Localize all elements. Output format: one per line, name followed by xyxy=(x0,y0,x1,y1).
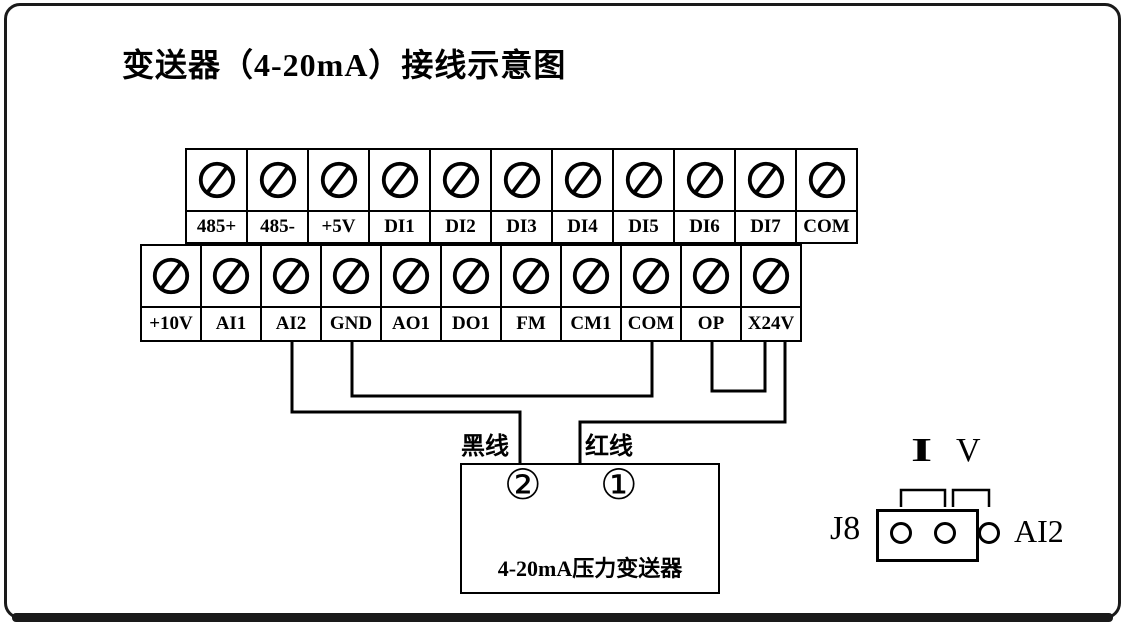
terminal-label: DI2 xyxy=(431,210,490,242)
terminal-strip-top: 485+ 485- +5V DI1 DI2 DI3 DI4 DI5 xyxy=(185,148,858,244)
transmitter-terminal-2: ② xyxy=(504,463,542,509)
terminal-label: DI4 xyxy=(553,210,612,242)
terminal-label: CM1 xyxy=(562,306,620,340)
terminal-label: +10V xyxy=(142,306,200,340)
terminal-label: COM xyxy=(797,210,856,242)
current-jumper-bracket xyxy=(899,488,947,507)
terminal-label: DI6 xyxy=(675,210,734,242)
terminal-do1: DO1 xyxy=(440,246,500,340)
voltage-jumper-bracket xyxy=(951,488,991,507)
terminal-ai1: AI1 xyxy=(200,246,260,340)
terminal-ao1: AO1 xyxy=(380,246,440,340)
terminal-label: AI2 xyxy=(262,306,320,340)
screw-icon xyxy=(492,150,551,210)
screw-icon xyxy=(187,150,246,210)
screw-icon xyxy=(382,246,440,306)
screw-icon xyxy=(431,150,490,210)
frame-bottom-edge xyxy=(12,613,1113,622)
screw-icon xyxy=(309,150,368,210)
terminal-di6: DI6 xyxy=(673,150,734,242)
terminal-com-bottom: COM xyxy=(620,246,680,340)
screw-icon xyxy=(682,246,740,306)
terminal-com-top: COM xyxy=(795,150,856,242)
terminal-label: 485- xyxy=(248,210,307,242)
current-mode-label: I xyxy=(911,432,933,469)
terminal-di5: DI5 xyxy=(612,150,673,242)
j8-pin-3 xyxy=(978,522,1000,544)
terminal-label: OP xyxy=(682,306,740,340)
terminal-10v: +10V xyxy=(142,246,200,340)
black-wire-label: 黑线 xyxy=(461,434,509,460)
screw-icon xyxy=(736,150,795,210)
terminal-di3: DI3 xyxy=(490,150,551,242)
screw-icon xyxy=(797,150,856,210)
terminal-485-minus: 485- xyxy=(246,150,307,242)
voltage-mode-label: V xyxy=(956,432,981,469)
terminal-label: DI5 xyxy=(614,210,673,242)
terminal-label: DO1 xyxy=(442,306,500,340)
terminal-label: 485+ xyxy=(187,210,246,242)
red-wire-label: 红线 xyxy=(585,434,633,460)
terminal-di4: DI4 xyxy=(551,150,612,242)
op-x24v-jumper-wire xyxy=(710,341,767,393)
terminal-label: AI1 xyxy=(202,306,260,340)
terminal-label: AO1 xyxy=(382,306,440,340)
screw-icon xyxy=(553,150,612,210)
terminal-op: OP xyxy=(680,246,740,340)
terminal-label: +5V xyxy=(309,210,368,242)
terminal-5v: +5V xyxy=(307,150,368,242)
terminal-di2: DI2 xyxy=(429,150,490,242)
terminal-label: DI3 xyxy=(492,210,551,242)
terminal-cm1: CM1 xyxy=(560,246,620,340)
screw-icon xyxy=(370,150,429,210)
screw-icon xyxy=(614,150,673,210)
screw-icon xyxy=(502,246,560,306)
screw-icon xyxy=(322,246,380,306)
j8-pin-1 xyxy=(890,522,912,544)
ai2-channel-label: AI2 xyxy=(1014,513,1064,549)
j8-label: J8 xyxy=(830,510,861,547)
screw-icon xyxy=(248,150,307,210)
terminal-label: COM xyxy=(622,306,680,340)
screw-icon xyxy=(622,246,680,306)
screw-icon xyxy=(562,246,620,306)
transmitter-label: 4-20mA压力变送器 xyxy=(497,556,683,581)
terminal-ai2: AI2 xyxy=(260,246,320,340)
terminal-label: GND xyxy=(322,306,380,340)
gnd-com-jumper-wire xyxy=(350,341,654,398)
screw-icon xyxy=(202,246,260,306)
terminal-label: FM xyxy=(502,306,560,340)
terminal-label: DI7 xyxy=(736,210,795,242)
screw-icon xyxy=(742,246,800,306)
terminal-fm: FM xyxy=(500,246,560,340)
transmitter-terminal-1: ① xyxy=(600,463,638,509)
screw-icon xyxy=(675,150,734,210)
screw-icon xyxy=(442,246,500,306)
terminal-strip-bottom: +10V AI1 AI2 GND AO1 DO1 FM CM1 xyxy=(140,244,802,342)
screw-icon xyxy=(142,246,200,306)
terminal-gnd: GND xyxy=(320,246,380,340)
terminal-485-plus: 485+ xyxy=(187,150,246,242)
terminal-di7: DI7 xyxy=(734,150,795,242)
screw-icon xyxy=(262,246,320,306)
terminal-di1: DI1 xyxy=(368,150,429,242)
terminal-label: DI1 xyxy=(370,210,429,242)
j8-pin-2 xyxy=(934,522,956,544)
terminal-label: X24V xyxy=(742,306,800,340)
diagram-title: 变送器（4-20mA）接线示意图 xyxy=(122,47,567,83)
transmitter-box: ② ① 4-20mA压力变送器 xyxy=(460,463,720,594)
terminal-x24v: X24V xyxy=(740,246,800,340)
